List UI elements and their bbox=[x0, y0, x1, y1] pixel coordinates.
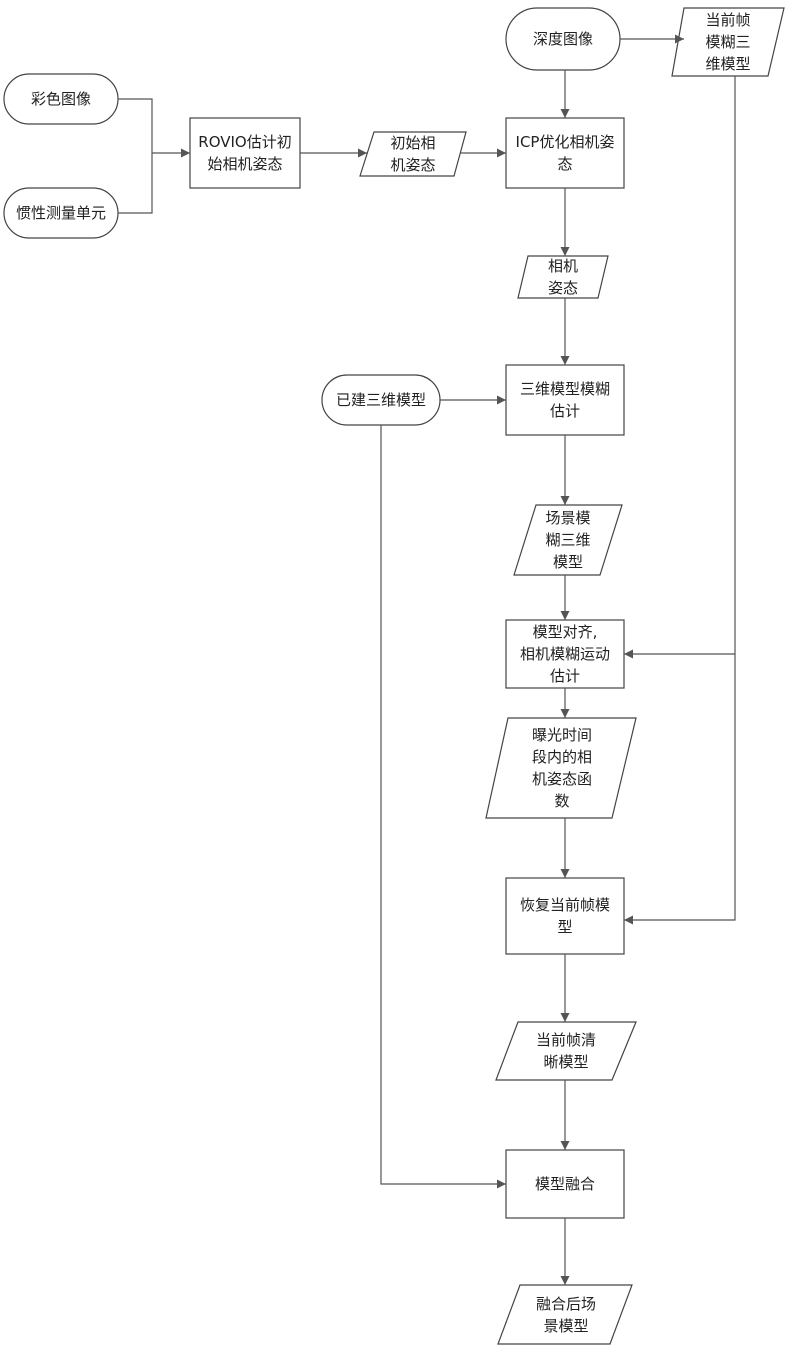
imu-terminal bbox=[4, 188, 118, 238]
current-frame-blur-model-data bbox=[672, 8, 784, 76]
icp-process bbox=[506, 118, 624, 188]
depth-image-terminal bbox=[506, 8, 620, 70]
connector-color-image-merge bbox=[118, 99, 152, 213]
connector-blur-model-to-restore bbox=[624, 654, 735, 920]
alignment-process bbox=[506, 620, 624, 688]
scene-blur-model-data bbox=[514, 505, 622, 575]
rovio-process bbox=[190, 118, 300, 188]
initial-pose-data bbox=[360, 132, 466, 176]
blur-estimation-process bbox=[506, 365, 624, 435]
connector-blur-model-to-alignment bbox=[624, 76, 735, 654]
color-image-terminal bbox=[4, 74, 118, 124]
fusion-process bbox=[506, 1150, 624, 1218]
camera-pose-data bbox=[518, 256, 608, 298]
restore-process bbox=[506, 878, 624, 954]
connector-built-model-to-fusion bbox=[381, 425, 506, 1184]
built-model-terminal bbox=[322, 375, 440, 425]
pose-function-data bbox=[486, 718, 636, 818]
fused-model-data bbox=[498, 1285, 632, 1344]
clear-model-data bbox=[496, 1022, 636, 1080]
